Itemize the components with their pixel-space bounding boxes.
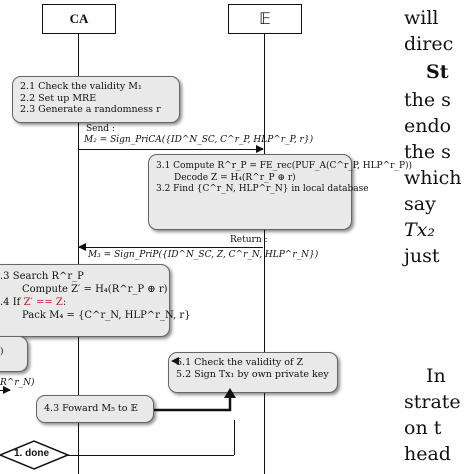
box-line: 5.1 Check the validity of Z [176, 357, 304, 368]
lifeline-ca-label: CA [69, 11, 89, 26]
body-text-line: strate [404, 391, 461, 413]
box-line: Compute Z′ = H₄(R^r_P ⊕ r) [22, 284, 168, 295]
forward-arrow [154, 388, 236, 412]
body-text-line: just [404, 245, 440, 267]
done-label: 1. done [14, 448, 50, 459]
process-box-compute: 3.1 Compute R^r_P = FE_rec(PUF_A(C^r_P, … [148, 154, 413, 230]
box-line: 2.1 Check the validity M₁ [20, 81, 142, 92]
body-text-line: the s [404, 89, 451, 111]
condition-suffix: : [62, 297, 67, 308]
forward-arrow-path [154, 392, 232, 412]
message-fragment-arrow [0, 386, 11, 394]
process-box-fragment: ʳₙ) [0, 336, 28, 372]
lifeline-e-continuation [264, 393, 265, 413]
message-fragment: R^r_N) [0, 378, 35, 388]
condition-prefix: .4 If [0, 297, 24, 308]
message-return-label: Return : [230, 235, 268, 245]
box-line: Decode Z = H₄(R^r_P ⊕ r) [174, 172, 296, 183]
body-text-line: St [426, 61, 449, 83]
lifeline-e-label: 𝔼 [259, 11, 271, 28]
body-text-line: In [426, 365, 446, 387]
process-box-search: .3 Search R^r_P Compute Z′ = H₄(R^r_P ⊕ … [0, 264, 191, 337]
box-line: 5.2 Sign Tx₁ by own private key [176, 368, 329, 380]
message-send-formula: M₂ = Sign_PriCA({ID^N_SC, C^r_P, HLP^r_P… [84, 135, 314, 145]
process-box-check-z: 5.1 Check the validity of Z 5.2 Sign Tx₁… [168, 352, 338, 393]
body-text-line: endo [404, 115, 452, 137]
box-line: 3.2 Find {C^r_N, HLP^r_N} in local datab… [156, 184, 369, 194]
done-connector [68, 455, 234, 456]
lifeline-ca-header: CA [42, 4, 116, 34]
message-send-arrow [79, 145, 264, 153]
message-return-formula: M₃ = Sign_PriP({ID^N_SC, Z, C^r_N, HLP^r… [88, 250, 319, 260]
body-text-line: the s [404, 141, 451, 163]
lifeline-e-header: 𝔼 [228, 4, 302, 34]
message-return-arrow [78, 243, 263, 251]
box-line: ʳₙ) [0, 347, 4, 357]
box-line: 2.2 Set up MRE [20, 92, 97, 104]
box-line: .3 Search R^r_P [0, 271, 84, 282]
body-text-line: will [404, 7, 439, 29]
body-text-line: Tx₂ [404, 219, 436, 241]
body-text-line: which [404, 167, 462, 189]
body-text-line: direc [404, 33, 454, 55]
lifeline-e [264, 33, 265, 474]
body-text-line: say [404, 193, 436, 215]
forward-arrow-head [224, 388, 236, 398]
message-send-label: Send : [86, 124, 115, 134]
body-text-line: head [404, 443, 451, 465]
box-line: Pack M₄ = {C^r_N, HLP^r_N, r} [22, 310, 191, 321]
box-line: 3.1 Compute R^r_P = FE_rec(PUF_A(C^r_P, … [156, 161, 413, 171]
box-line: 4.3 Foward M₅ to 𝔼 [44, 403, 138, 414]
box-line: 2.3 Generate a randomness r [20, 104, 161, 115]
lifeline-ca [78, 33, 79, 474]
box-line: .4 If Z′ == Z: [0, 296, 162, 309]
process-box-ca-check: 2.1 Check the validity M₁ 2.2 Set up MRE… [12, 76, 180, 123]
body-text-line: on t [404, 417, 442, 439]
process-box-forward: 4.3 Foward M₅ to 𝔼 [36, 395, 154, 423]
condition-equality: Z′ == Z [23, 297, 63, 308]
done-connector-vertical [234, 420, 235, 455]
